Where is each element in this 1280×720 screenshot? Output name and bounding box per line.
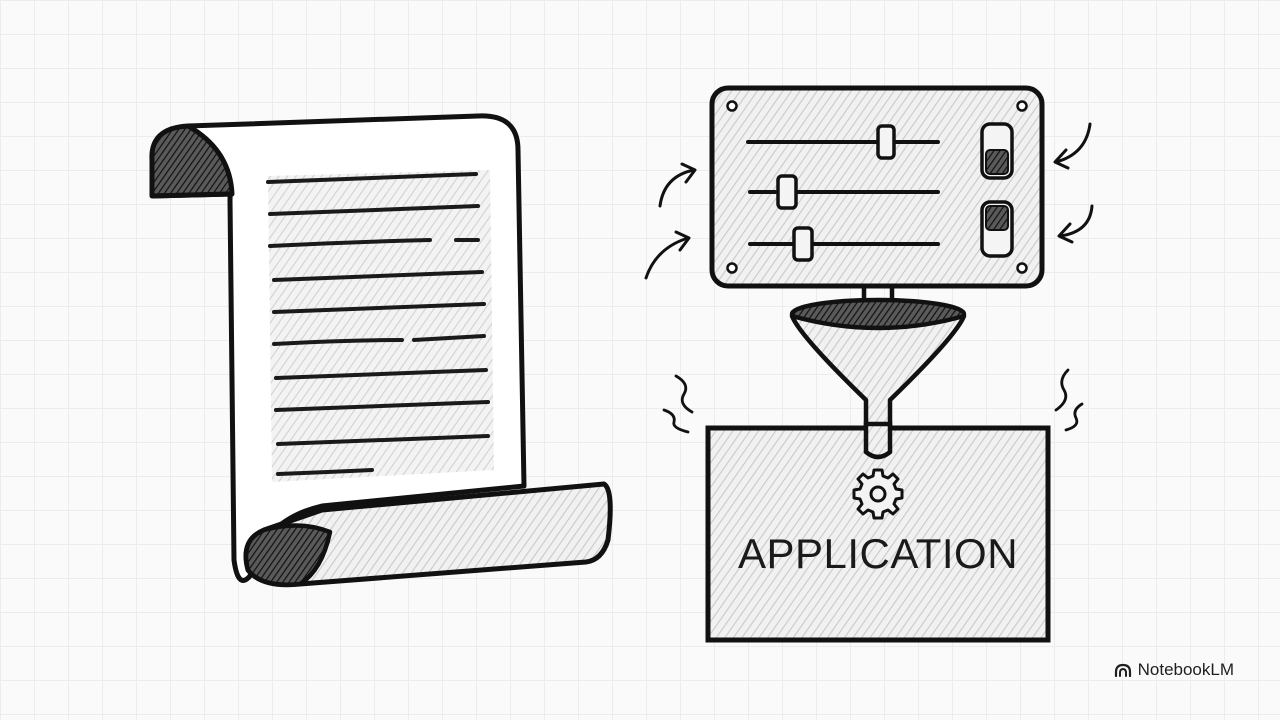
panel-sliders [746,124,940,262]
scroll-text-lines [266,172,490,476]
funnel-icon [789,297,967,458]
vibration-marks [662,368,1084,434]
notebooklm-logo-icon [1114,663,1131,678]
panel-toggles [980,122,1014,258]
slider-control-panel-icon [644,85,1094,310]
gear-icon [852,468,904,520]
application-label: APPLICATION [738,530,1018,577]
scroll-bottom-roll [243,523,333,587]
adjustment-arrows [644,122,1094,280]
notebooklm-watermark: NotebookLM [1114,660,1234,680]
scroll-document-icon [149,113,613,588]
application-box: APPLICATION [662,368,1084,643]
watermark-brand: NotebookLM [1137,660,1234,679]
panel-screws [726,100,1028,274]
